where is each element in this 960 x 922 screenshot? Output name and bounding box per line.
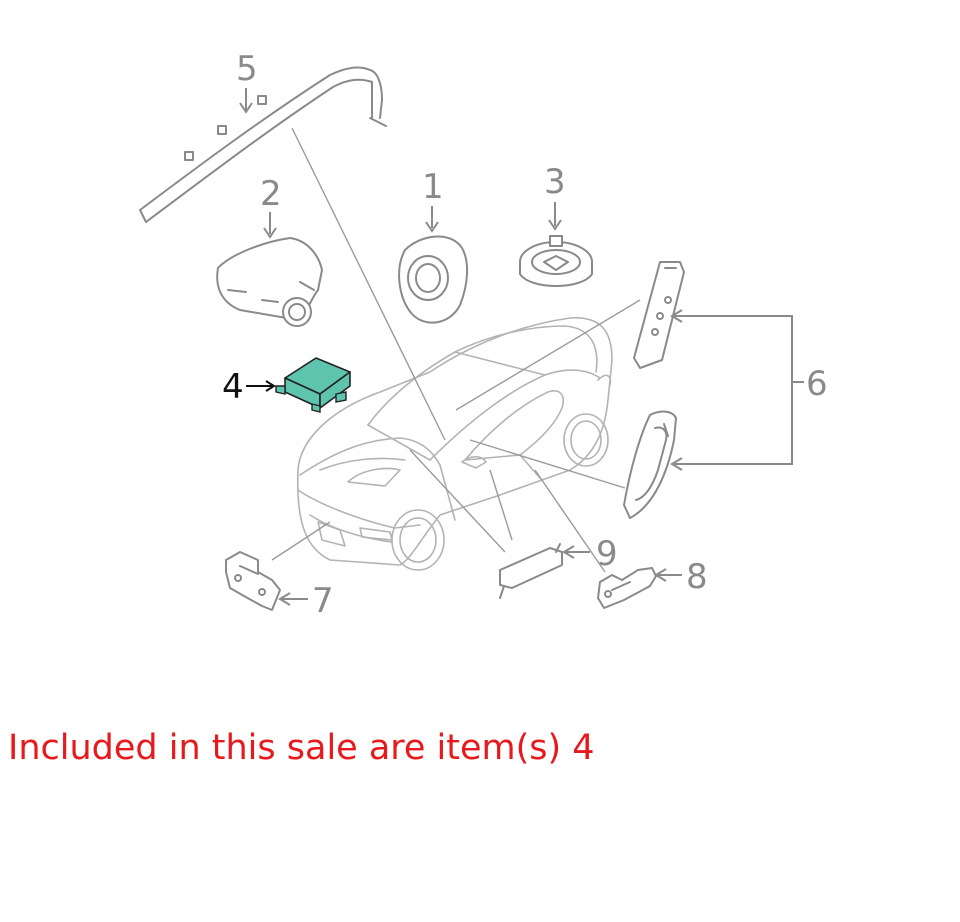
car-illustration (296, 317, 613, 571)
callout-2: 2 (260, 174, 282, 214)
side-airbag-part-lower (623, 410, 677, 519)
callout-9: 9 (596, 534, 618, 574)
passenger-airbag-part (216, 237, 323, 327)
side-airbag-part-upper (633, 261, 685, 369)
inflator-part (519, 235, 593, 287)
callout-5: 5 (236, 49, 258, 89)
callout-4: 4 (222, 367, 244, 407)
leader-lines (271, 127, 641, 573)
curtain-airbag-part (139, 66, 387, 223)
airbag-control-module-part (275, 357, 351, 413)
steering-airbag-part (398, 235, 468, 324)
rear-sensor-part (597, 567, 657, 609)
callout-3: 3 (544, 162, 566, 202)
callout-8: 8 (686, 557, 708, 597)
front-sensor-part (225, 551, 281, 611)
side-sensor-part (499, 543, 563, 599)
callout-1: 1 (422, 167, 444, 207)
sale-note: Included in this sale are item(s) 4 (8, 728, 595, 768)
callout-7: 7 (312, 581, 334, 621)
parts-diagram: 5 2 1 3 4 (139, 49, 828, 621)
callout-6: 6 (806, 364, 828, 404)
